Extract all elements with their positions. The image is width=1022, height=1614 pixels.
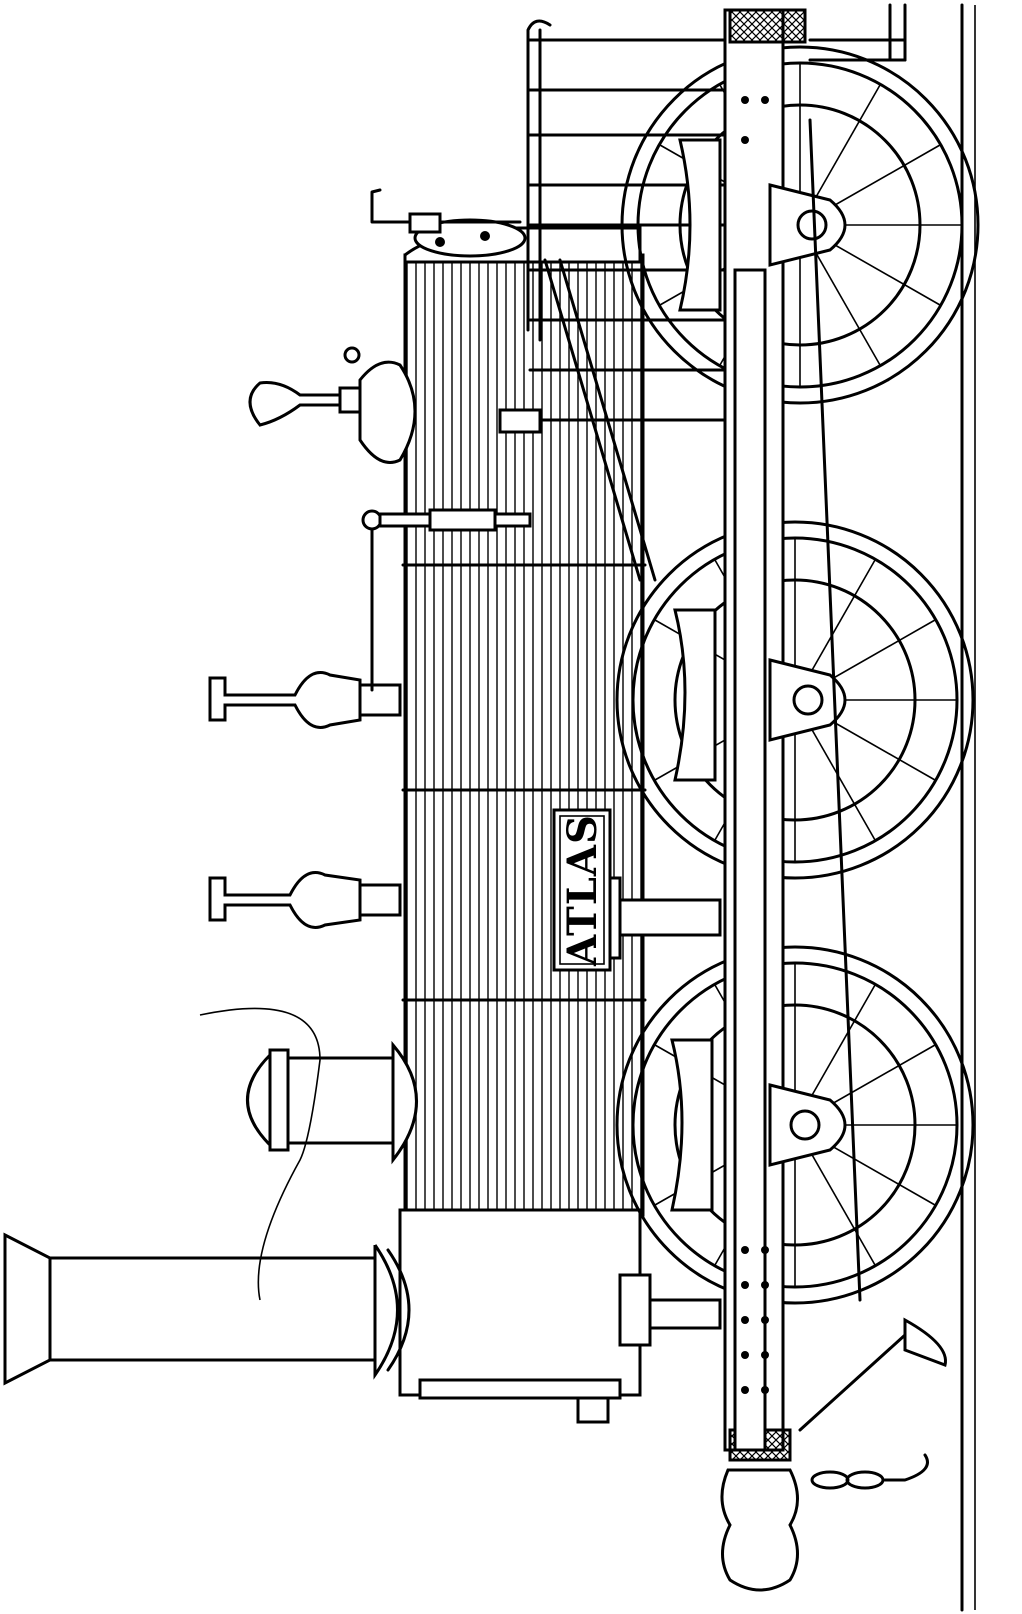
nameplate: ATLAS [552,808,612,972]
rivets [741,96,769,1394]
gauge-glass [361,508,532,692]
smoke-wisp [199,1007,321,1301]
reversing-lever [370,188,522,234]
coupling-chain [810,1453,929,1490]
rail-line [960,3,976,1612]
regulator-handle [248,346,417,464]
handrail [498,19,742,434]
buffer [720,1468,799,1592]
safety-valve [208,871,402,929]
cowcatcher-stay [618,1273,947,1432]
nameplate-text: ATLAS [559,814,606,967]
chimney [3,1232,411,1386]
smokebox [398,1208,642,1424]
whistle [208,671,402,729]
eccentric-rods [543,118,862,1302]
crank-axles [768,183,847,1167]
steam-dome [246,1040,418,1165]
frame-rear [808,3,907,62]
leaf-springs [670,138,722,1212]
